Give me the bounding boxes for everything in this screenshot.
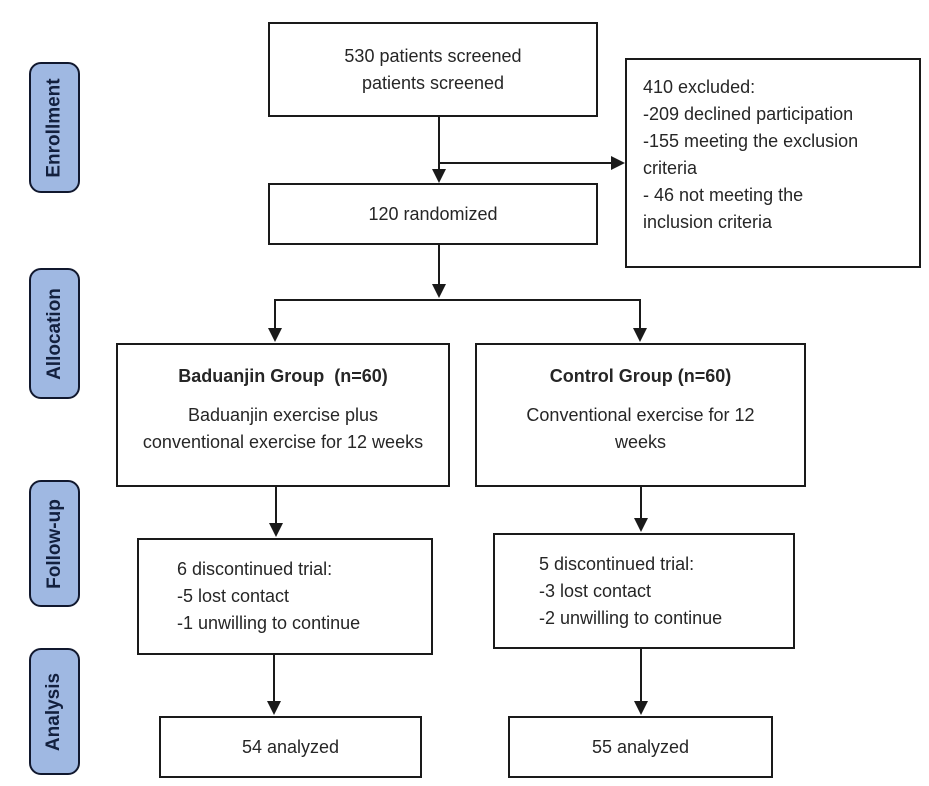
arrowhead-followup-left: [269, 523, 283, 537]
analyzed-right-label: 55 analyzed: [591, 736, 690, 757]
arrowhead-excluded: [611, 156, 625, 170]
randomized-box: 120 randomized: [268, 183, 598, 245]
stage-label-enrollment: Enrollment: [29, 62, 80, 193]
arrowhead-control: [633, 328, 647, 342]
control-group-title: Control Group (n=60): [549, 366, 732, 386]
control-group-description: Conventional exercise for 12 weeks: [526, 405, 755, 452]
baduanjin-group-box: Baduanjin Group (n=60) Baduanjin exercis…: [116, 343, 450, 487]
followup-left-line: -1 unwilling to continue: [177, 613, 361, 633]
stage-label-followup: Follow-up: [29, 480, 80, 607]
stage-label-enrollment-text: Enrollment: [43, 77, 65, 178]
baduanjin-group-description: Baduanjin exercise plus conventional exe…: [142, 405, 424, 452]
analyzed-left-label: 54 analyzed: [241, 736, 340, 757]
excluded-line: -209 declined participation: [643, 104, 854, 124]
followup-right-line: -2 unwilling to continue: [539, 608, 723, 628]
stage-label-analysis: Analysis: [29, 648, 80, 775]
arrowhead-analyzed-right: [634, 701, 648, 715]
screened-line2: patients screened: [361, 72, 505, 93]
followup-left-box: 6 discontinued trial: -5 lost contact -1…: [137, 538, 433, 655]
followup-right-box: 5 discontinued trial: -3 lost contact -2…: [493, 533, 795, 649]
excluded-line: criteria: [643, 158, 698, 178]
baduanjin-group-title: Baduanjin Group (n=60): [178, 366, 388, 386]
screened-box: 530 patients screened patients screened: [268, 22, 598, 117]
excluded-box: 410 excluded: -209 declined participatio…: [625, 58, 921, 268]
stage-label-followup-text: Follow-up: [43, 498, 65, 589]
control-group-box: Control Group (n=60) Conventional exerci…: [475, 343, 806, 487]
arrowhead-analyzed-left: [267, 701, 281, 715]
followup-left-line: 6 discontinued trial:: [177, 559, 333, 579]
excluded-line: - 46 not meeting the: [643, 185, 804, 205]
excluded-line: -155 meeting the exclusion: [643, 131, 859, 151]
followup-right-line: 5 discontinued trial:: [539, 554, 695, 574]
followup-right-line: -3 lost contact: [539, 581, 652, 601]
analyzed-right-box: 55 analyzed: [508, 716, 773, 778]
screened-line1: 530 patients screened: [344, 45, 522, 66]
stage-label-allocation: Allocation: [29, 268, 80, 399]
arrowhead-followup-right: [634, 518, 648, 532]
randomized-label: 120 randomized: [368, 203, 498, 224]
stage-label-analysis-text: Analysis: [43, 672, 65, 751]
arrowhead-randomized: [432, 169, 446, 183]
excluded-line: 410 excluded:: [643, 77, 756, 97]
stage-label-allocation-text: Allocation: [43, 287, 65, 380]
analyzed-left-box: 54 analyzed: [159, 716, 422, 778]
followup-left-line: -5 lost contact: [177, 586, 290, 606]
arrowhead-split: [432, 284, 446, 298]
excluded-line: inclusion criteria: [643, 212, 773, 232]
arrowhead-baduanjin: [268, 328, 282, 342]
